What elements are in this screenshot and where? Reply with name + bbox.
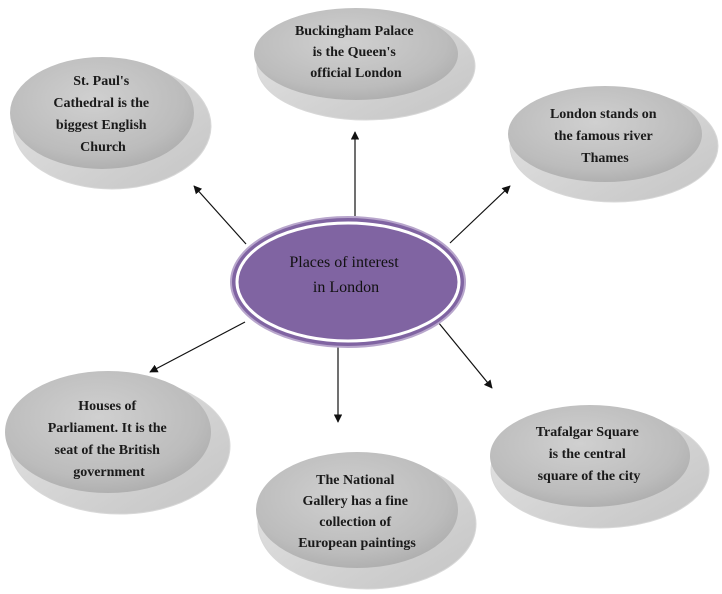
- arrow-to-trafalgar: [437, 321, 493, 389]
- node-line: Buckingham Palace: [295, 24, 414, 39]
- node-line: Gallery has a fine: [303, 494, 408, 509]
- node-line: Thames: [581, 151, 629, 166]
- connector-arrows: [149, 131, 511, 423]
- node-line: The National: [316, 473, 394, 488]
- node-line: official London: [310, 66, 402, 81]
- node-text: The National Gallery has a fine collecti…: [298, 473, 416, 551]
- node-line: is the central: [549, 447, 626, 462]
- node-line: European paintings: [298, 536, 416, 551]
- node-line: St. Paul's: [73, 74, 130, 89]
- node-st-pauls: St. Paul's Cathedral is the biggest Engl…: [10, 57, 212, 190]
- node-text: London stands on the famous river Thames: [550, 107, 660, 166]
- arrow-to-st-pauls: [193, 185, 247, 245]
- node-line: Houses of: [78, 399, 136, 414]
- center-title: Places of interest in London: [289, 254, 402, 296]
- node-line: Church: [80, 140, 126, 155]
- node-thames: London stands on the famous river Thames: [508, 86, 719, 203]
- node-line: is the Queen's: [313, 45, 397, 60]
- node-line: seat of the British: [55, 443, 161, 458]
- arrow-to-parliament: [149, 321, 246, 373]
- node-line: government: [73, 465, 145, 480]
- node-line: collection of: [319, 515, 391, 530]
- node-national-gallery: The National Gallery has a fine collecti…: [256, 452, 477, 590]
- node-parliament: Houses of Parliament. It is the seat of …: [5, 371, 231, 515]
- node-buckingham: Buckingham Palace is the Queen's officia…: [254, 8, 476, 121]
- node-line: Trafalgar Square: [536, 425, 639, 440]
- node-text: Trafalgar Square is the central square o…: [536, 425, 643, 484]
- arrow-to-thames: [449, 185, 511, 244]
- node-line: Cathedral is the: [53, 96, 149, 111]
- node-text: Buckingham Palace is the Queen's officia…: [295, 24, 417, 81]
- node-line: London stands on: [550, 107, 657, 122]
- node-line: the famous river: [554, 129, 653, 144]
- node-trafalgar: Trafalgar Square is the central square o…: [490, 405, 710, 529]
- node-line: square of the city: [538, 469, 641, 484]
- center-node: Places of interest in London: [230, 216, 466, 348]
- node-text: St. Paul's Cathedral is the biggest Engl…: [53, 74, 152, 155]
- node-text: Houses of Parliament. It is the seat of …: [48, 399, 170, 480]
- center-line: in London: [313, 279, 379, 296]
- node-line: Parliament. It is the: [48, 421, 167, 436]
- node-line: biggest English: [56, 118, 147, 133]
- center-line: Places of interest: [289, 254, 399, 271]
